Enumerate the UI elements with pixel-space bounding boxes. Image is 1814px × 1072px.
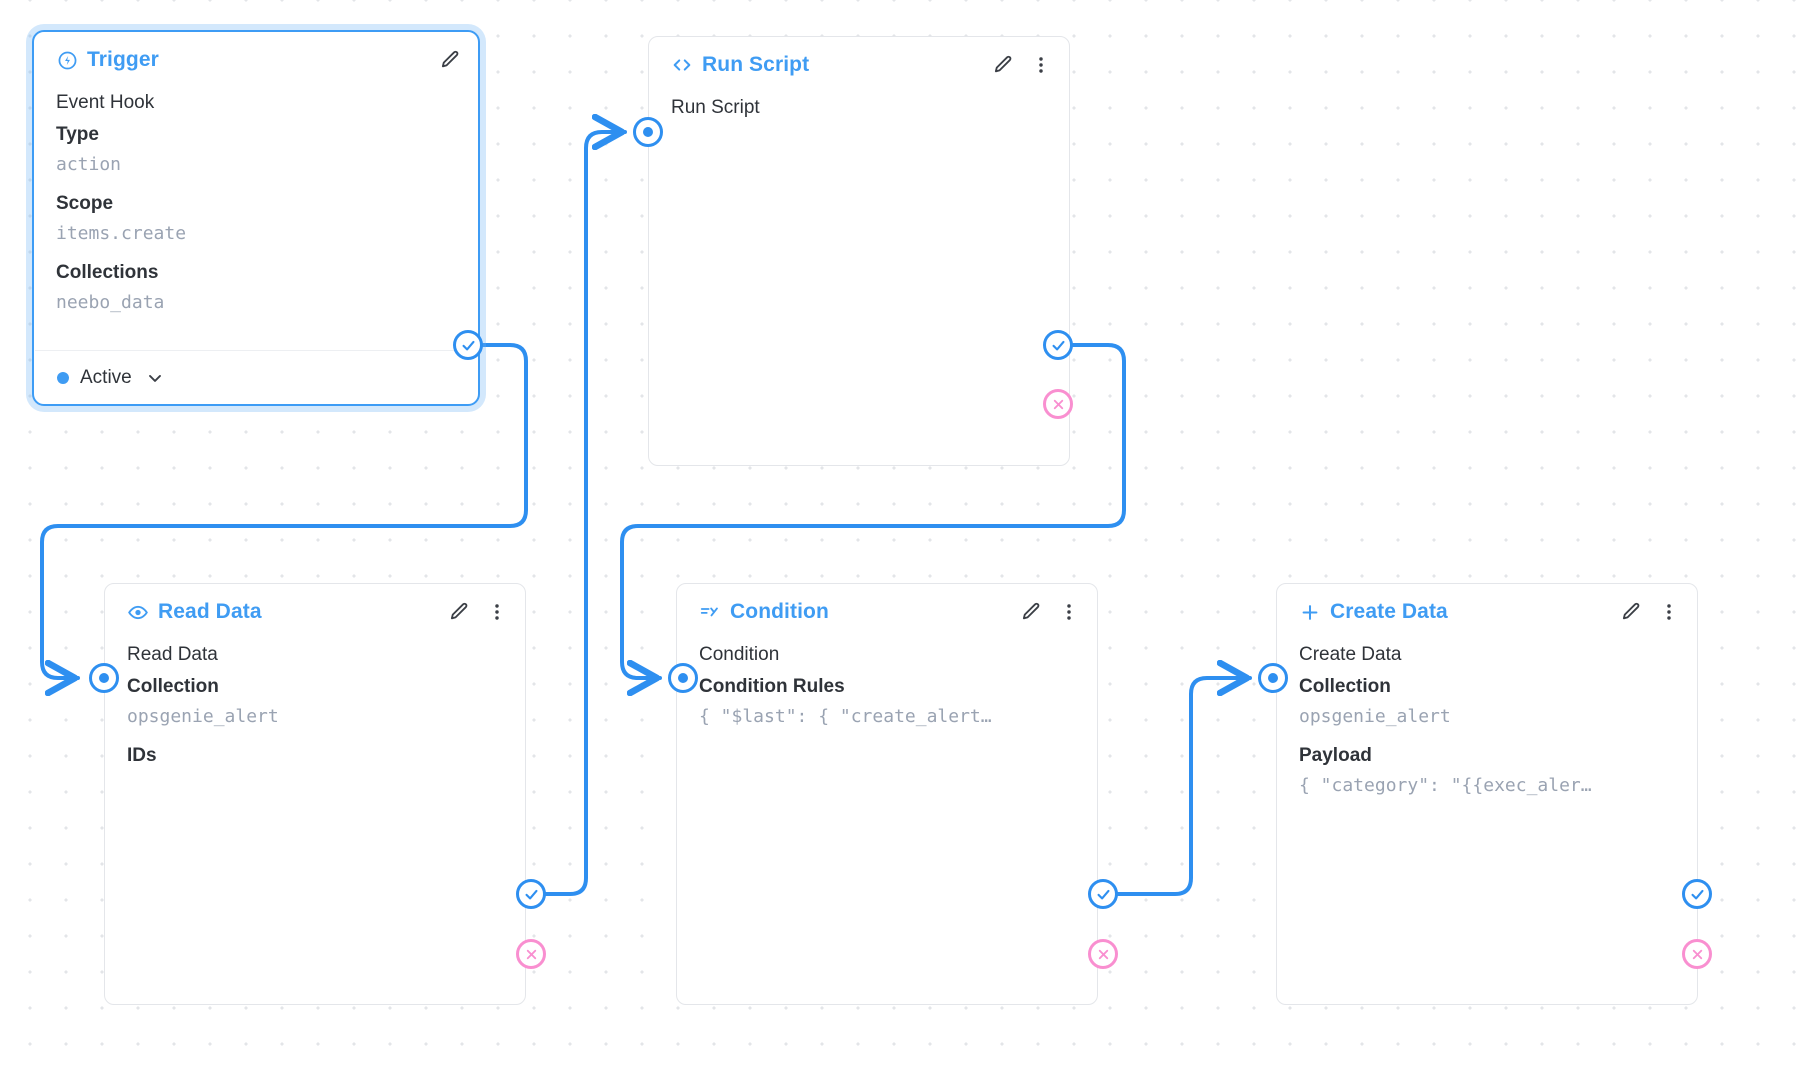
more-vertical-icon[interactable] [1057, 600, 1081, 624]
node-create-data-title: Create Data [1330, 600, 1448, 623]
node-trigger-row-name: Event Hook [56, 92, 155, 113]
input-handle-run-script[interactable] [633, 117, 663, 147]
node-create-data-header: Create Data [1277, 584, 1697, 640]
status-label: Active [80, 366, 132, 388]
input-handle-read-data[interactable] [89, 663, 119, 693]
node-trigger-status[interactable]: Active [35, 350, 477, 404]
node-condition-header: Condition [677, 584, 1097, 640]
node-read-data-row-name: Read Data [127, 644, 218, 665]
failure-output-handle-run-script[interactable] [1043, 389, 1073, 419]
node-create-data-actions [1619, 600, 1681, 624]
filter-condition-icon [699, 601, 721, 623]
success-output-handle-create-data[interactable] [1682, 879, 1712, 909]
field-value-scope: items.create [56, 223, 187, 244]
field-label-condition-rules: Condition Rules [699, 676, 845, 697]
node-read-data-actions [447, 600, 509, 624]
node-run-script-title: Run Script [702, 53, 810, 76]
success-output-handle-condition[interactable] [1088, 879, 1118, 909]
edit-pencil-icon[interactable] [447, 600, 471, 624]
edit-pencil-icon[interactable] [438, 48, 462, 72]
field-label-scope: Scope [56, 193, 114, 214]
node-condition-body: Condition Condition Rules { "$last": { "… [677, 640, 1097, 742]
node-read-data-header: Read Data [105, 584, 525, 640]
field-label-collection: Collection [127, 676, 219, 697]
node-condition-title-group: Condition [699, 600, 829, 624]
node-create-data-title-group: Create Data [1299, 600, 1448, 624]
input-handle-create-data[interactable] [1258, 663, 1288, 693]
failure-output-handle-create-data[interactable] [1682, 939, 1712, 969]
node-trigger-header: Trigger [34, 32, 478, 88]
plus-icon [1299, 601, 1321, 623]
edit-pencil-icon[interactable] [991, 53, 1015, 77]
field-label-type: Type [56, 124, 99, 145]
field-value-payload: { "category": "{{exec_aler… [1299, 775, 1592, 796]
failure-output-handle-read-data[interactable] [516, 939, 546, 969]
field-label-collections: Collections [56, 262, 159, 283]
node-read-data-title-group: Read Data [127, 600, 262, 624]
node-read-data-title: Read Data [158, 600, 262, 623]
node-run-script[interactable]: Run Script Run Script [648, 36, 1070, 466]
field-value-condition-rules: { "$last": { "create_alert… [699, 706, 992, 727]
bolt-circle-icon [56, 49, 78, 71]
node-condition-actions [1019, 600, 1081, 624]
node-trigger-body: Event Hook Type action Scope items.creat… [34, 88, 478, 350]
node-run-script-body: Run Script [649, 93, 1069, 135]
node-read-data-body: Read Data Collection opsgenie_alert IDs [105, 640, 525, 781]
node-read-data[interactable]: Read Data Read Data Collection opsgenie_… [104, 583, 526, 1005]
success-output-handle-run-script[interactable] [1043, 330, 1073, 360]
node-condition-title: Condition [730, 600, 829, 623]
field-label-ids: IDs [127, 745, 157, 766]
node-run-script-title-group: Run Script [671, 53, 809, 77]
more-vertical-icon[interactable] [1029, 53, 1053, 77]
node-condition-row-name: Condition [699, 644, 780, 665]
node-create-data[interactable]: Create Data Create Data Collection opsge… [1276, 583, 1698, 1005]
node-condition[interactable]: Condition Condition Condition Rules { "$… [676, 583, 1098, 1005]
node-trigger-title-group: Trigger [56, 48, 159, 72]
node-run-script-actions [991, 53, 1053, 77]
node-run-script-header: Run Script [649, 37, 1069, 93]
success-output-handle-trigger[interactable] [453, 330, 483, 360]
node-trigger[interactable]: Trigger Event Hook Type action Scope ite… [32, 30, 480, 406]
field-label-collection: Collection [1299, 676, 1391, 697]
field-value-collection: opsgenie_alert [127, 706, 279, 727]
node-trigger-title: Trigger [87, 48, 159, 71]
edit-pencil-icon[interactable] [1619, 600, 1643, 624]
edge-condition-to-createdata [1116, 678, 1252, 896]
node-run-script-row-name: Run Script [671, 97, 760, 118]
field-value-type: action [56, 154, 122, 175]
more-vertical-icon[interactable] [1657, 600, 1681, 624]
node-trigger-actions [438, 48, 462, 72]
edge-readdata-to-runscript [544, 132, 627, 896]
node-create-data-body: Create Data Collection opsgenie_alert Pa… [1277, 640, 1697, 811]
status-dot-icon [57, 371, 69, 384]
more-vertical-icon[interactable] [485, 600, 509, 624]
field-value-collection: opsgenie_alert [1299, 706, 1451, 727]
field-value-collections: neebo_data [56, 292, 165, 313]
edit-pencil-icon[interactable] [1019, 600, 1043, 624]
failure-output-handle-condition[interactable] [1088, 939, 1118, 969]
code-brackets-icon [671, 54, 693, 76]
input-handle-condition[interactable] [668, 663, 698, 693]
node-create-data-row-name: Create Data [1299, 644, 1402, 665]
chevron-down-icon[interactable] [145, 368, 165, 388]
success-output-handle-read-data[interactable] [516, 879, 546, 909]
field-label-payload: Payload [1299, 745, 1372, 766]
eye-icon [127, 601, 149, 623]
